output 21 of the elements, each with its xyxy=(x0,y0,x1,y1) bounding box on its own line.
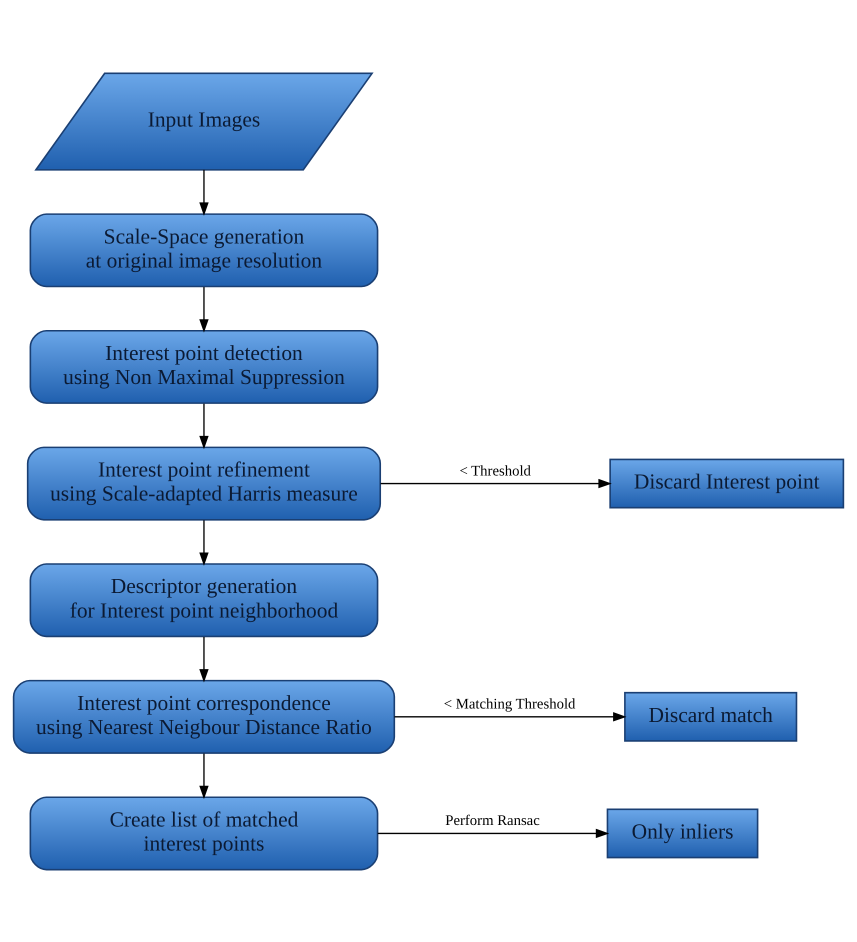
arrow xyxy=(199,753,209,799)
node-box: Interest point refinement using Scale-adapted Harris measure xyxy=(26,446,382,520)
node-box: Interest point detection using Non Maximal Suppression xyxy=(30,329,378,404)
node-box: Interest point correspondence using Nearest Neigbour Distance Ratio xyxy=(12,679,396,754)
arrow xyxy=(199,520,209,566)
arrow xyxy=(380,478,612,488)
node-box: Discard Interest point xyxy=(609,458,844,508)
node-box: Discard match xyxy=(624,691,798,742)
edge-label: Perform Ransac xyxy=(445,812,540,829)
arrow xyxy=(394,712,627,722)
arrow xyxy=(199,403,209,449)
arrow xyxy=(199,286,209,332)
node-box: Scale-Space generation at original image resolution xyxy=(30,212,378,287)
edge-label: < Matching Threshold xyxy=(444,696,576,712)
edge-label: < Threshold xyxy=(459,462,531,479)
arrow xyxy=(199,169,209,216)
arrow xyxy=(378,828,610,838)
node-box: Descriptor generation for Interest point neighborhood xyxy=(30,562,378,637)
node-box: Create list of matched interest points xyxy=(30,796,378,870)
arrow xyxy=(199,636,209,682)
node-box: Only inliers xyxy=(606,808,758,858)
